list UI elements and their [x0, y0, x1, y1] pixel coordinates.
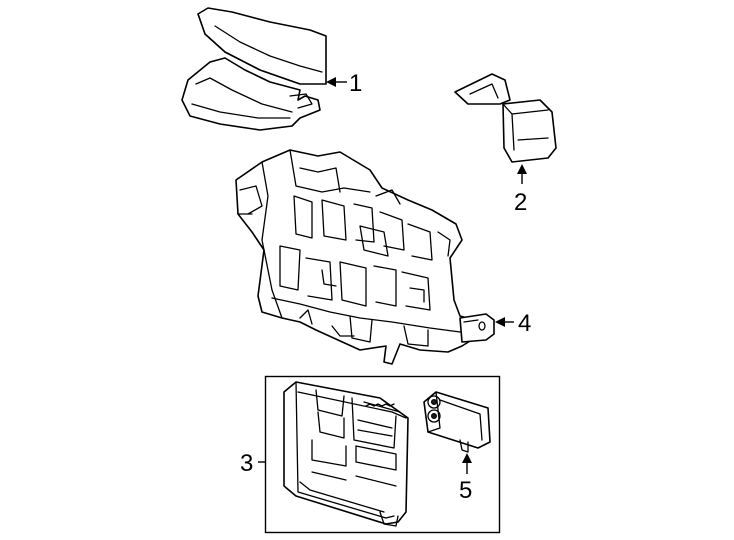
callout-3-label: 3 — [240, 450, 253, 477]
callout-3: 3 — [240, 450, 266, 477]
part-5-relay — [423, 391, 491, 453]
part-4-connector — [459, 313, 495, 343]
part-2-bracket — [454, 73, 557, 163]
fuse-block-frame — [235, 149, 483, 365]
callout-2: 2 — [514, 164, 527, 216]
part-1-cover — [181, 7, 327, 131]
callout-5-label: 5 — [459, 477, 472, 504]
callout-5: 5 — [459, 453, 472, 504]
callout-1-label: 1 — [349, 70, 362, 97]
callout-4-label: 4 — [518, 310, 531, 337]
inset-box — [264, 375, 501, 534]
callout-1: 1 — [326, 70, 362, 97]
callout-4: 4 — [495, 310, 531, 337]
callout-2-label: 2 — [514, 189, 527, 216]
part-3-module — [283, 381, 409, 527]
